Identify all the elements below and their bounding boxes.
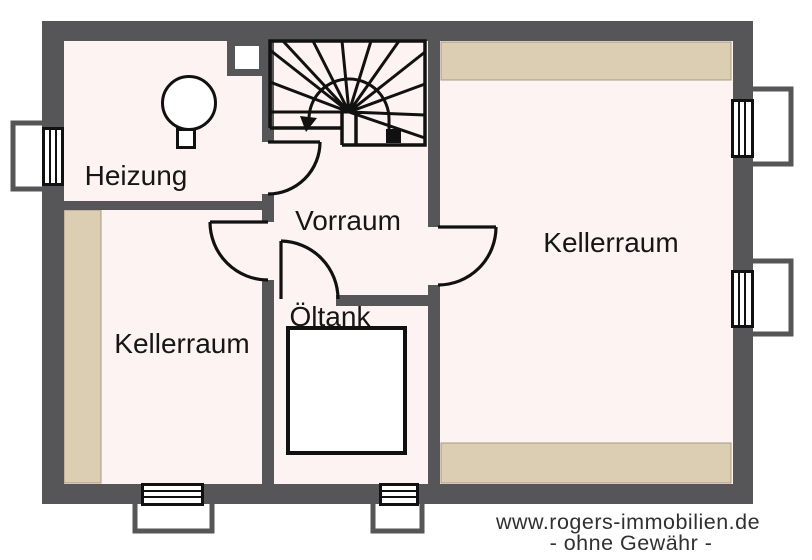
window-bottom-middle xyxy=(379,483,419,506)
lightwell-right-bottom xyxy=(746,258,794,337)
door-arc-heizung xyxy=(267,140,322,196)
watermark-line1: www.rogers-immobilien.de xyxy=(495,510,760,534)
room-label-vorraum: Vorraum xyxy=(295,205,401,236)
oil-tank-outline xyxy=(286,326,407,455)
wall-partition-oeltank-left xyxy=(262,280,274,484)
stair-walkline xyxy=(307,77,391,133)
doors xyxy=(208,140,498,300)
stair-direction-arrow xyxy=(300,116,317,132)
door-arc-oeltank xyxy=(279,239,340,300)
window-right-top xyxy=(731,99,754,158)
wall-partition-kellerraum-right-upper xyxy=(428,41,440,227)
door-arc-kellerraum-right xyxy=(437,225,498,287)
watermark-line2: - ohne Gewähr - xyxy=(550,531,713,555)
boiler-base xyxy=(176,128,196,149)
wall-outer-left xyxy=(42,21,64,504)
boiler-icon xyxy=(161,75,217,149)
boiler-body xyxy=(161,75,217,131)
windows xyxy=(42,99,754,506)
lightwell-left xyxy=(10,120,50,192)
wall-outer-right xyxy=(733,21,753,504)
stair-entry-marker xyxy=(386,129,401,143)
wall-partition-heizung-bottom xyxy=(64,201,274,210)
room-label-kellerraum-right: Kellerraum xyxy=(543,227,678,258)
window-bottom-left xyxy=(141,483,204,506)
storage-band-right-top xyxy=(440,41,732,81)
wall-outer-top xyxy=(42,21,753,41)
staircase xyxy=(268,39,427,147)
storage-band-left xyxy=(63,209,102,484)
room-label-oeltank: Öltank xyxy=(290,301,372,332)
door-arc-kellerraum-left xyxy=(208,220,269,282)
window-left xyxy=(42,127,64,186)
watermark: www.rogers-immobilien.de - ohne Gewähr - xyxy=(495,510,760,555)
room-label-kellerraum-left: Kellerraum xyxy=(114,328,249,359)
wall-partition-oeltank-top xyxy=(336,295,428,306)
lightwell-right-top xyxy=(746,86,794,167)
wall-partition-vorraum-left-stub xyxy=(262,194,274,222)
room-label-heizung: Heizung xyxy=(85,160,188,191)
chimney-shaft xyxy=(235,46,259,69)
wall-partition-kellerraum-right-lower xyxy=(428,285,440,484)
window-right-bottom xyxy=(731,270,754,328)
storage-band-right-bottom xyxy=(440,442,732,484)
stair-outline xyxy=(268,39,427,147)
